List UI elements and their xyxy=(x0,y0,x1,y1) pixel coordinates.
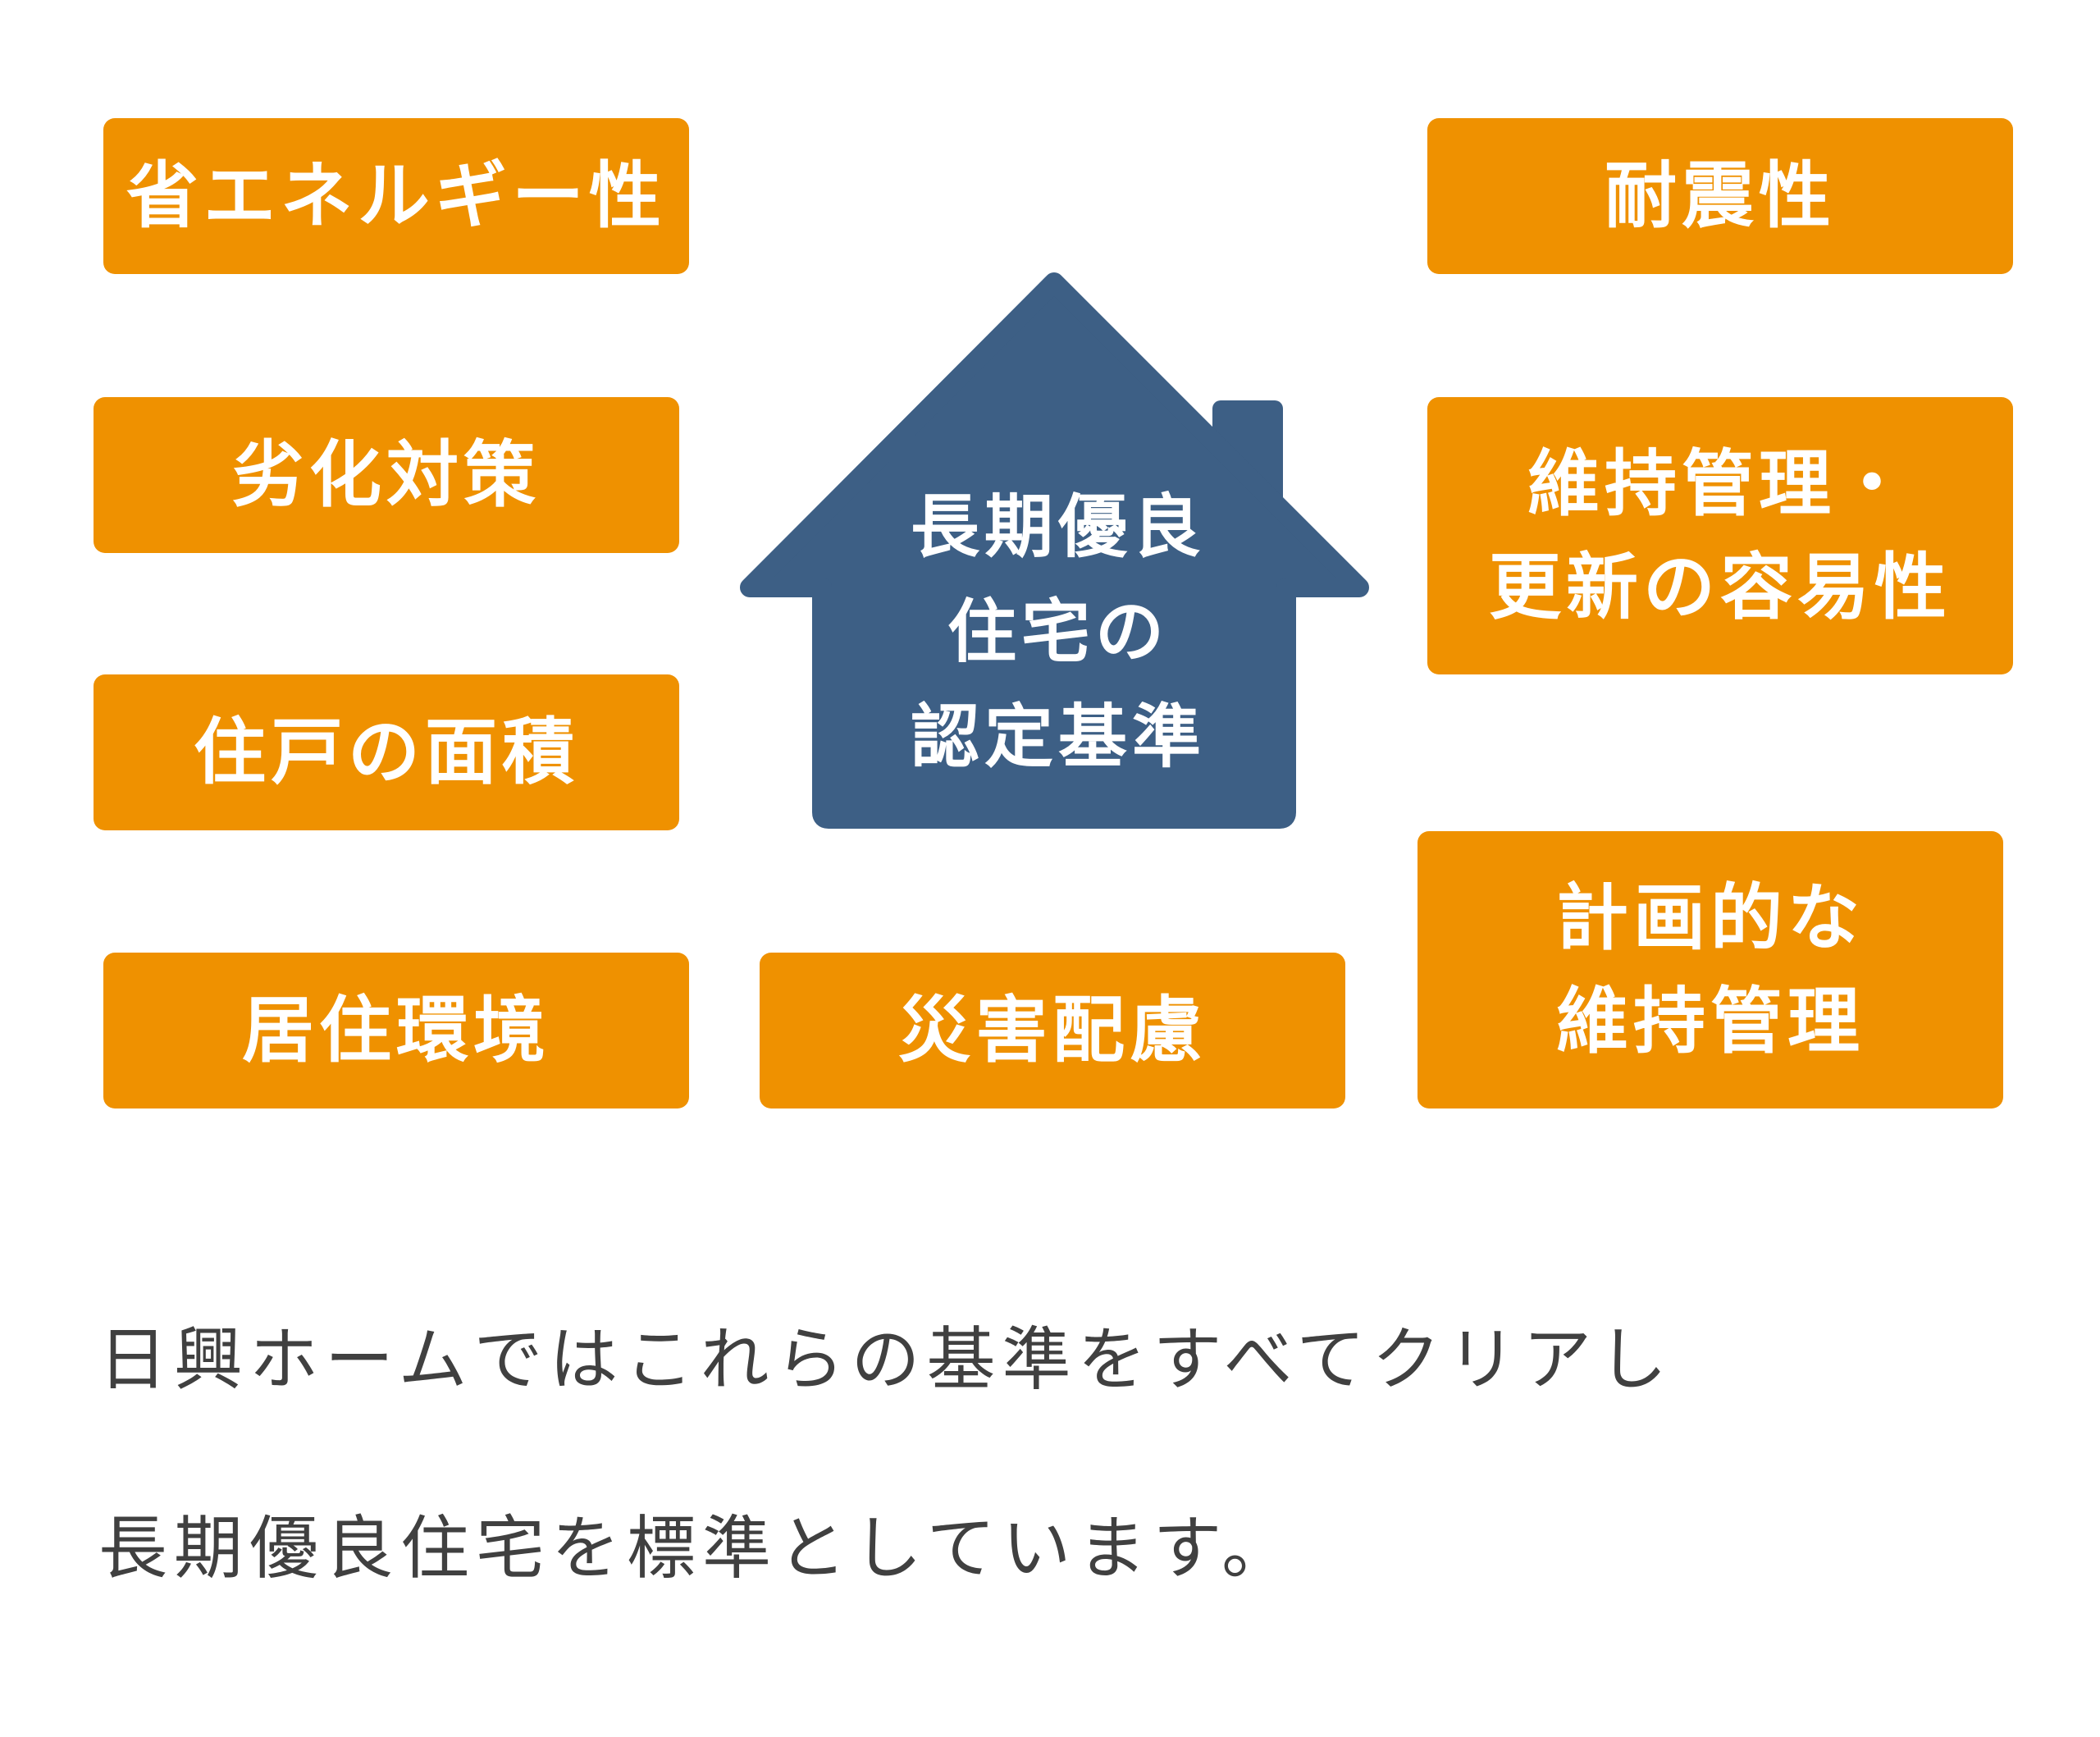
criterion-disaster-consideration: 災害配慮 xyxy=(760,953,1345,1108)
criterion-label: 計画的な xyxy=(1555,875,1865,960)
criterion-label: 省エネルギー性 xyxy=(126,153,666,238)
criterion-planned-maintenance: 計画的な 維持管理 xyxy=(1418,831,2003,1108)
criterion-label: 維持管理 xyxy=(1555,979,1865,1063)
criterion-living-environment: 居住環境 xyxy=(103,953,689,1108)
criterion-seismic-resistance: 耐震性 xyxy=(1427,118,2013,274)
criterion-label: 居住環境 xyxy=(241,988,550,1072)
house-label-line: 認定基準 xyxy=(910,697,1206,777)
criterion-floor-area: 住戸の面積 xyxy=(94,674,679,830)
criterion-label: 劣化対策 xyxy=(231,432,541,517)
caption-line-1: 日興ホームではこれらの基準をすべてクリアし xyxy=(98,1319,1674,1400)
criterion-label: 耐震性 xyxy=(1604,153,1836,238)
criterion-label: 災害配慮 xyxy=(897,988,1207,1072)
caption-line-2: 長期優良住宅を標準としています。 xyxy=(98,1508,1298,1588)
criterion-maintenance-update-ease: 維持管理・ 更新の容易性 xyxy=(1427,397,2013,674)
criterion-energy-efficiency: 省エネルギー性 xyxy=(103,118,689,274)
criterion-label: 更新の容易性 xyxy=(1488,545,1952,629)
house-label-line: 長期優良 xyxy=(910,487,1206,567)
criterion-label: 維持管理・ xyxy=(1527,441,1913,526)
criterion-label: 住戸の面積 xyxy=(193,710,579,794)
house-label-line: 住宅の xyxy=(947,592,1169,672)
house-shape xyxy=(740,272,1369,829)
criterion-deterioration-countermeasures: 劣化対策 xyxy=(94,397,679,553)
house-label: 長期優良 住宅の 認定基準 xyxy=(820,468,1296,796)
